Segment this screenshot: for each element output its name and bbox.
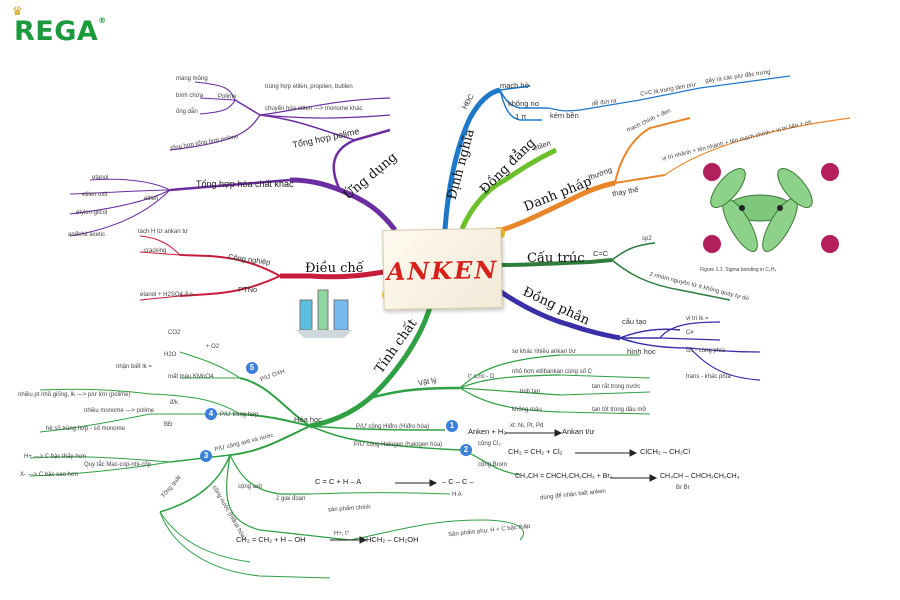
prop-ss-ankan: so khác nhiều ankan t/ư xyxy=(512,349,577,355)
ethylene-orbital-figure xyxy=(703,163,839,253)
isomer-trans: trans - khác phía xyxy=(686,374,731,380)
structure-cc: C=C xyxy=(593,249,609,258)
eq-br2-product: CH₃CH – CHCH₂CH₂CH₃ xyxy=(660,473,740,480)
prop-tan-nuoc: tan rất trong nước xyxy=(592,384,641,390)
app-etanol: etanol xyxy=(92,175,109,181)
add-2-giai-doan: 2 giai đoạn xyxy=(276,496,306,502)
app-chuyen-hoa: chuyển hóa etilen ---> monome khác xyxy=(265,106,363,112)
branch-label-preparation: Điều chế xyxy=(305,261,364,276)
oxh-co2: CO2 xyxy=(168,330,181,336)
eq-ankan-tu: Ankan t/ư xyxy=(562,427,595,436)
registered-mark: ® xyxy=(98,16,107,25)
prep-tach-h2: tách H từ ankan tư xyxy=(138,229,189,235)
application-branch xyxy=(69,81,397,237)
step-badge-5: 5 xyxy=(246,362,258,374)
add-h-c-thap: H+ ---> C bậc thấp hơn xyxy=(24,454,86,460)
prop-hoa-hoc: Hóa học xyxy=(294,415,322,424)
eq-catalyst: xt: Ni, Pt, Pd xyxy=(510,423,544,429)
poly-nhieu-pt: nhiều pt nhỏ giống, lk ---> p/ư lớn (pol… xyxy=(18,392,131,398)
eq-hx: C = C + H – A xyxy=(315,477,362,486)
def-khong-no: không no xyxy=(508,99,539,108)
app-tong-hop-khac: Tổng hợp hóa chất khác xyxy=(196,179,294,189)
naming-branch xyxy=(494,117,851,235)
prop-tinh-tan: tính tan xyxy=(520,389,541,395)
app-mang-mong: màng mỏng xyxy=(176,76,208,82)
isomer-branch xyxy=(496,287,761,381)
step-badge-3: 3 xyxy=(200,450,212,462)
eq-anken-h2: Anken + H₂ xyxy=(468,427,507,436)
step-badge-4: 4 xyxy=(205,408,217,420)
app-etilen: etilen xyxy=(144,196,159,202)
prop-khong-mau: không màu xyxy=(512,407,542,413)
app-ong-dan: ống dẫn xyxy=(176,109,198,115)
poly-hs: hệ số trùng hợp - số monome xyxy=(46,426,125,432)
prop-pu-cong-h: P/Ư cộng Hiđro (Hiđro hóa) xyxy=(356,424,430,430)
definition-branch xyxy=(442,75,791,230)
def-one-pi: 1 π xyxy=(515,112,527,121)
crown-icon: ♛ xyxy=(12,4,24,18)
eq-h2o: CH₂ = CH₂ + H – OH xyxy=(236,535,306,544)
prep-cracking: cracking xyxy=(144,248,167,254)
prop-tan-dung-moi: tan tốt trong dầu mỡ xyxy=(592,407,647,413)
isomer-hinh-hoc: hình học xyxy=(627,347,656,356)
def-mach-ho: mạch hở xyxy=(500,81,530,90)
prop-pu-trung-hop: P/Ư trùng hợp xyxy=(220,412,259,418)
oxh-nhan-biet: nhận biết lk = xyxy=(116,364,152,370)
homolog-branch xyxy=(459,147,558,230)
prop-state: t° s,nc - D xyxy=(468,374,495,380)
app-trung-hop: trùng hợp etilen, propilen, butilen xyxy=(265,84,353,90)
eq-cl2: CH₂ = CH₂ + Cl₂ xyxy=(508,447,563,456)
center-topic: ANKEN xyxy=(382,227,503,311)
prep-etanol: etanol + H2SO4 đ,n xyxy=(140,292,193,298)
oxh-h2o: H2O xyxy=(164,352,177,358)
reaction-arrows xyxy=(330,429,658,544)
eq-br2-labels: Br Br xyxy=(676,485,690,491)
poly-bd: BĐ xyxy=(164,422,173,428)
eq-hx-labels: H A xyxy=(452,492,462,498)
prop-nho-hon: nhỏ hơn etilbankan cùng số C xyxy=(512,369,592,375)
center-title: ANKEN xyxy=(386,255,499,286)
preparation-branch xyxy=(139,235,384,301)
lab-flasks-image xyxy=(296,289,352,338)
app-binh-chua: bình chứa xyxy=(176,93,204,99)
eq-h2o-catalyst: H+, t° xyxy=(334,531,350,537)
isomer-vi-tri: vị trí lk = xyxy=(686,316,709,322)
eq-hx-product: – C – C – xyxy=(442,477,474,486)
prep-ptn: PTNo xyxy=(238,285,258,294)
step-badge-2: 2 xyxy=(460,444,472,456)
prop-cong-cl2: cộng Cl₂ xyxy=(478,441,501,447)
app-andehit: anđehit axetic xyxy=(68,232,106,238)
branch-label-structure: Cấu trúc xyxy=(527,251,585,266)
structure-branch xyxy=(499,242,731,301)
add-x-c-cao: X- ---> C bậc cao hơn xyxy=(20,472,79,478)
structure-figure-caption: Figure 1.1. Sigma bonding in C₂H₄ xyxy=(700,267,777,273)
isomer-c-khac: C≠ xyxy=(686,330,694,336)
eq-br2: CH₃CH = CHCH₂CH₂CH₃ + Br₂ xyxy=(515,473,613,480)
poly-dk: đ/k xyxy=(170,400,179,406)
def-kem-ben: kém bền xyxy=(550,111,579,120)
app-etylen-glicol: etylen glicol xyxy=(76,210,108,216)
prop-pu-cong-hal: P/Ư cộng Halogen (halogen hóa) xyxy=(354,442,443,448)
logo-text: REGA xyxy=(14,16,99,47)
eq-cl2-product: ClCH₂ – CH₂Cl xyxy=(640,447,690,456)
prop-cong-brom: cộng Brom xyxy=(478,462,508,468)
app-etilen-oxit: etilen oxit xyxy=(82,192,108,198)
isomer-cau-tao: cấu tạo xyxy=(622,317,647,326)
oxh-o2: + O2 xyxy=(206,344,220,350)
add-qt-maccop: Quy tắc Mac-cop-nhi-cốp xyxy=(84,462,152,468)
oxh-mat-mau: mất màu KMnO4 xyxy=(168,374,214,380)
step-badge-1: 1 xyxy=(446,420,458,432)
structure-sp2: sp2 xyxy=(642,236,652,242)
properties-branch xyxy=(29,306,651,579)
eq-h2o-product: HCH₂ – CH₂OH xyxy=(366,535,419,544)
isomer-cis: cis - cùng phía xyxy=(686,348,726,354)
rega-logo: ♛ REGA® xyxy=(12,4,107,47)
app-polime: Polime xyxy=(218,94,237,100)
add-cong-axit: cộng axit xyxy=(238,484,263,490)
poly-nhieu-monome: nhiều monome ---> polime xyxy=(84,408,155,414)
